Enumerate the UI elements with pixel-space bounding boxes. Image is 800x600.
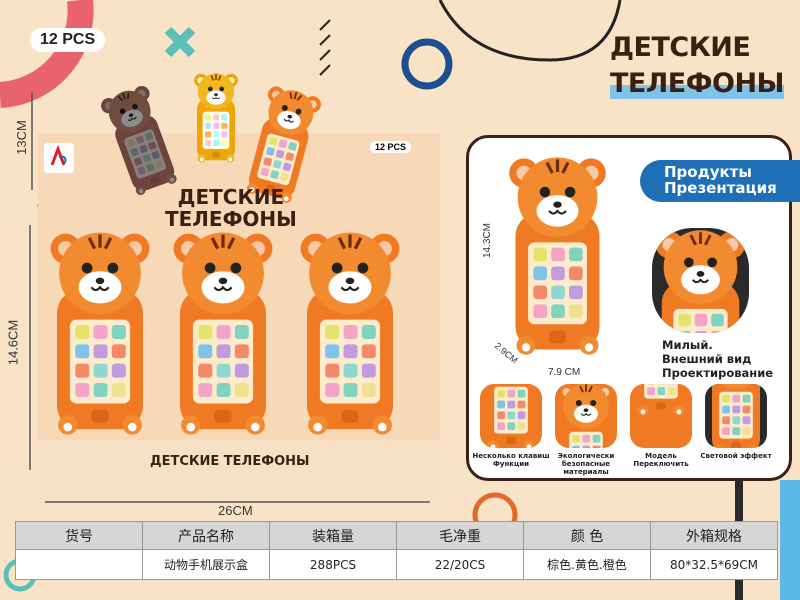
table-cell [15,549,143,580]
main-title-line2: ТЕЛЕФОНЫ [610,68,785,99]
spec-table: 货号 产品名称 装箱量 毛净重 颜 色 外箱规格 动物手机展示盒 288PCS … [15,521,778,580]
box-pieces-badge: 12 PCS [370,141,412,153]
presentation-pill: Продукты Презентация [640,160,800,202]
thumbnail-caption-1: Несколько клавиш Функции [472,452,550,468]
table-cell: 棕色.黄色.橙色 [523,549,651,580]
box-bottom-strip [38,440,440,500]
header-cell: 外箱规格 [650,521,778,550]
table-cell: 动物手机展示盒 [142,549,270,580]
box-bottom-label: ДЕТСКИЕ ТЕЛЕФОНЫ [150,454,310,469]
header-cell: 颜 色 [523,521,651,550]
pill-line1: Продукты [664,163,752,181]
feature-text: Милый. Внешний вид Проектирование [662,338,773,380]
thumbnail-keys [480,384,542,448]
box-height-label: 13CM [13,120,29,155]
box-title-line1: ДЕТСКИЕ [177,185,285,209]
tiger-phone-stack-1 [45,225,155,440]
box-total-height-label: 14.6CM [5,319,21,366]
pill-line2: Презентация [664,179,777,197]
box-width-label: 26CM [218,503,253,518]
table-cell: 80*32.5*69CM [650,549,778,580]
thumbnail-light [705,384,767,448]
phone-height-label: 14.3CM [482,222,494,259]
feature-line1: Милый. [662,338,713,352]
hamster-phone-image [190,70,242,165]
thumbnail-caption-4: Световой эффект [700,452,772,460]
tiger-phone-stack-2 [168,225,278,440]
pieces-badge: 12 PCS [30,28,106,52]
feature-line3: Проектирование [662,366,774,380]
tiger-phone-main-image [505,150,610,360]
table-header-row: 货号 产品名称 装箱量 毛净重 颜 色 外箱规格 [15,521,778,550]
main-title-line1: ДЕТСКИЕ [610,32,751,63]
header-cell: 毛净重 [396,521,524,550]
feature-line2: Внешний вид [662,352,752,366]
tiger-phone-stack-3 [295,225,405,440]
header-cell: 货号 [15,521,143,550]
header-cell: 装箱量 [269,521,397,550]
main-title: ДЕТСКИЕ ТЕЛЕФОНЫ [610,30,785,102]
thumbnail-caption-3: Модель Переключить [633,452,689,468]
box-title: ДЕТСКИЕ ТЕЛЕФОНЫ [165,186,297,230]
brand-logo [44,143,74,173]
phone-width-label: 7.9 CM [548,367,581,378]
table-cell: 22/20CS [396,549,524,580]
thumbnail-caption-2: Экологически безопасные материалы [557,452,615,476]
box-title-line2: ТЕЛЕФОНЫ [165,207,297,231]
thumbnail-materials [555,384,617,448]
thumbnail-switch [630,384,692,448]
tiger-closeup-image [652,228,749,333]
table-row: 动物手机展示盒 288PCS 22/20CS 棕色.黄色.橙色 80*32.5*… [15,549,778,580]
header-cell: 产品名称 [142,521,270,550]
table-cell: 288PCS [269,549,397,580]
